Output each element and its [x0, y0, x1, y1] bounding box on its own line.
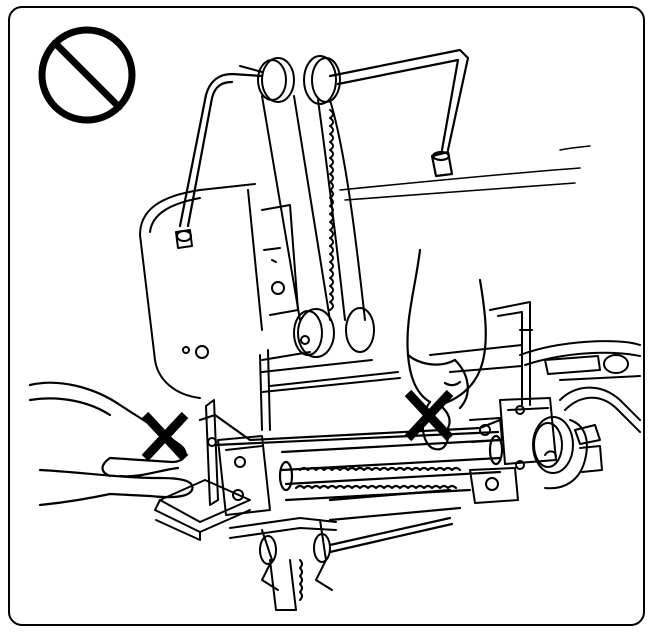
left-side-blocks [155, 400, 270, 540]
prohibition-icon [42, 30, 132, 120]
bottom-clips [230, 518, 336, 610]
thread-guide-wire [180, 50, 468, 226]
presser-bar-assembly [200, 415, 502, 552]
wire-cage [260, 302, 532, 430]
x-mark-icon [145, 415, 185, 458]
tape-belt [262, 96, 365, 320]
x-mark-icon [408, 393, 450, 438]
machine-head [140, 184, 298, 398]
lower-pulleys [294, 308, 374, 357]
right-mechanism [470, 341, 640, 503]
machine-arm [340, 146, 590, 200]
top-pulleys [240, 56, 340, 104]
